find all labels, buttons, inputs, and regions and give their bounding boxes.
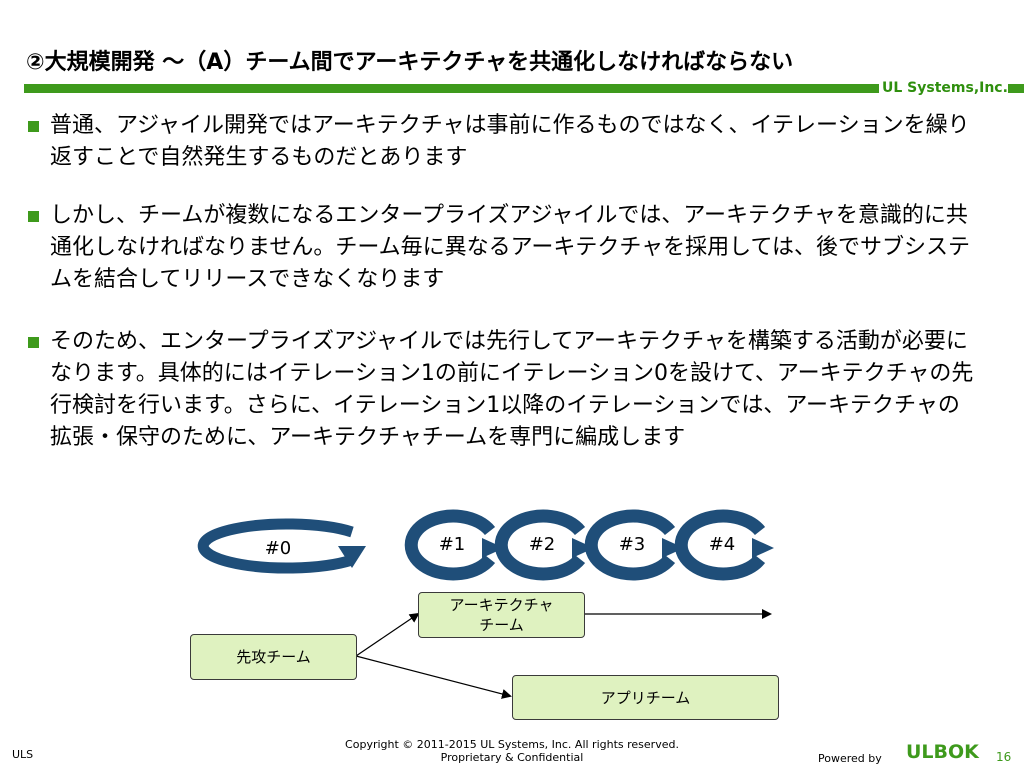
- iteration-1-loop: [404, 509, 504, 581]
- iteration-label-2: #2: [529, 534, 556, 555]
- advance-team-box: 先攻チーム: [190, 634, 357, 680]
- footer-left-label: ULS: [12, 748, 34, 761]
- iteration-label-1: #1: [439, 534, 466, 555]
- app-team-box: アプリチーム: [512, 675, 779, 720]
- iteration-4-loop: [674, 509, 774, 581]
- app-team-label: アプリチーム: [600, 688, 691, 707]
- arrow-to-app-team: [355, 655, 512, 699]
- iteration-3-loop: [584, 509, 684, 581]
- bullet-text: 普通、アジャイル開発ではアーキテクチャは事前に作るものではなく、イテレーションを…: [50, 113, 970, 170]
- architecture-team-label-line1: アーキテクチャ: [449, 596, 554, 614]
- confidential-text: Proprietary & Confidential: [440, 751, 584, 764]
- bullet-square-icon: [28, 337, 39, 348]
- bullet-item: 普通、アジャイル開発ではアーキテクチャは事前に作るものではなく、イテレーションを…: [28, 110, 980, 174]
- footer-copyright: Copyright © 2011-2015 UL Systems, Inc. A…: [300, 738, 724, 764]
- page-number: 16: [996, 750, 1012, 764]
- page-title: ②大規模開発 ～（A）チーム間でアーキテクチャを共通化しなければならない: [26, 50, 794, 75]
- iteration-2-loop: [494, 509, 594, 581]
- copyright-text: Copyright © 2011-2015 UL Systems, Inc. A…: [345, 738, 679, 751]
- architecture-team-label-line2: チーム: [479, 616, 524, 634]
- bullet-item: しかし、チームが複数になるエンタープライズアジャイルでは、アーキテクチャを意識的…: [28, 200, 980, 296]
- powered-by-text: Powered by: [818, 752, 882, 765]
- bullet-text: そのため、エンタープライズアジャイルでは先行してアーキテクチャを構築する活動が必…: [50, 329, 974, 450]
- arrow-to-architecture-team: [355, 612, 420, 657]
- iteration-0-loop: [197, 518, 366, 574]
- company-logo: UL Systems,Inc.: [882, 80, 1008, 96]
- iteration-label-3: #3: [619, 534, 646, 555]
- iteration-label-0: #0: [265, 538, 292, 559]
- bullet-text: しかし、チームが複数になるエンタープライズアジャイルでは、アーキテクチャを意識的…: [50, 203, 971, 292]
- title-underline-tail: [1008, 84, 1024, 93]
- bullet-square-icon: [28, 211, 39, 222]
- bullet-square-icon: [28, 121, 39, 132]
- iteration-label-4: #4: [709, 534, 736, 555]
- architecture-team-box: アーキテクチャ チーム: [418, 592, 585, 638]
- ulbok-logo: ULBOK: [906, 741, 979, 763]
- title-underline: [24, 84, 879, 93]
- advance-team-label: 先攻チーム: [236, 648, 311, 666]
- bullet-item: そのため、エンタープライズアジャイルでは先行してアーキテクチャを構築する活動が必…: [28, 326, 980, 454]
